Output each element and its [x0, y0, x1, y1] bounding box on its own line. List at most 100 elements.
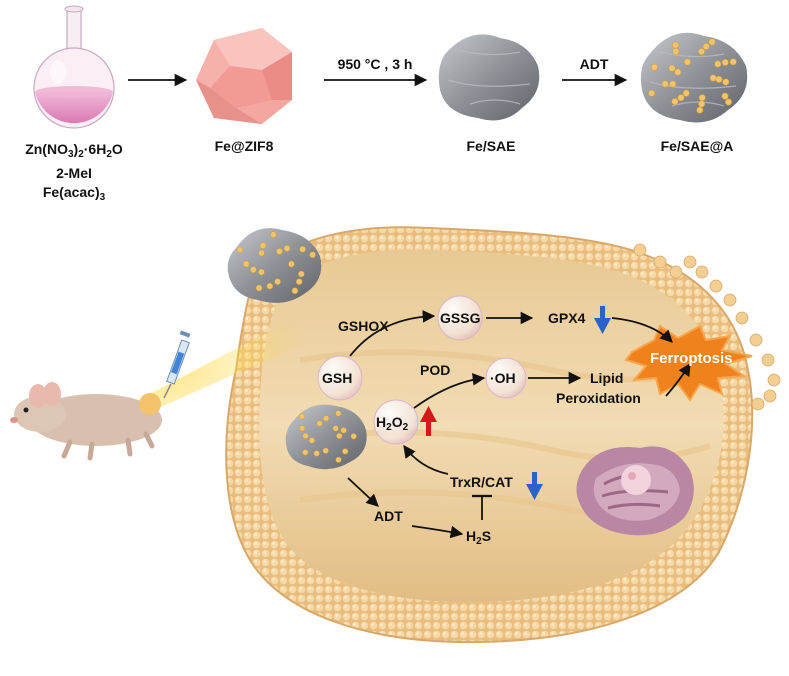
particle-dot	[342, 448, 349, 455]
membrane-bead	[709, 279, 723, 293]
particle-dot	[350, 433, 357, 440]
particle-dot	[250, 266, 257, 273]
nanozyme-in-cell	[285, 404, 367, 470]
oh-radical-label: ·OH	[490, 370, 516, 386]
particle-dot	[714, 60, 722, 68]
zif8-crystal	[196, 28, 292, 124]
particle-dot	[335, 456, 342, 463]
ferroptosis-label: Ferroptosis	[650, 350, 733, 367]
step3-condition-label: ADT	[579, 56, 609, 72]
pod-label: POD	[420, 362, 451, 378]
gssg-bubble	[437, 295, 483, 341]
membrane-bead	[749, 333, 763, 347]
arrow-adt-to-h2s	[411, 525, 464, 539]
membrane-bead	[735, 311, 749, 325]
particle-dot	[651, 63, 658, 71]
arrow-gpx4-to-ferroptosis	[611, 317, 673, 343]
particle-dot	[242, 260, 250, 268]
arrow-trxr-to-h2o2	[403, 444, 449, 475]
particle-dot	[313, 450, 320, 457]
membrane-bead	[761, 353, 775, 367]
syringe-icon	[163, 330, 191, 399]
particle-dot	[283, 245, 291, 252]
oh-bubble	[485, 357, 527, 399]
particle-dot	[729, 58, 737, 66]
particle-dot	[672, 48, 680, 55]
particle-dot	[698, 48, 705, 56]
particle-dot	[309, 251, 316, 259]
flask-icon	[33, 5, 115, 129]
particle-dot	[725, 98, 732, 106]
h2s-label: H2S	[466, 528, 492, 547]
particle-dot	[288, 260, 295, 268]
membrane-bead	[669, 265, 683, 279]
lipid-label: Lipid	[590, 370, 624, 386]
trxr-cat-label: TrxR/CAT	[450, 474, 513, 490]
particle-dot	[648, 89, 656, 97]
membrane-bead	[723, 293, 737, 307]
membrane-bead	[633, 243, 647, 257]
particle-dot	[259, 242, 267, 249]
particle-dot	[316, 420, 323, 427]
arrow-lipid-to-ferroptosis	[665, 362, 691, 397]
particle-dot	[661, 80, 669, 88]
particle-dot	[332, 425, 339, 432]
particle-dot	[258, 268, 265, 276]
membrane-bead	[695, 265, 709, 279]
gshox-label: GSHOX	[338, 318, 389, 334]
particle-dot	[669, 80, 677, 88]
particle-dot	[308, 437, 315, 444]
particle-dot	[236, 246, 244, 253]
particle-dot	[322, 415, 330, 422]
fe-sae-at-a-label: Fe/SAE@A	[660, 138, 734, 154]
precursor-line3: Fe(acac)3	[42, 184, 106, 203]
particle-dot	[336, 432, 343, 440]
particle-dot	[702, 43, 710, 50]
arrow-h2o2-to-oh	[413, 373, 486, 409]
gssg-label: GSSG	[440, 310, 481, 326]
particle-dot	[295, 278, 303, 285]
inhibition-bar-icon	[472, 494, 492, 520]
particle-dot	[722, 78, 730, 86]
gpx4-label: GPX4	[548, 310, 586, 326]
particle-dot	[698, 100, 706, 108]
particle-dot	[677, 94, 685, 102]
particle-dot	[721, 58, 729, 66]
membrane-bead	[767, 373, 781, 387]
membrane-bead	[683, 255, 697, 269]
particle-dot	[276, 248, 283, 255]
membrane-beads	[633, 243, 781, 411]
particle-dot	[299, 425, 306, 432]
particle-dot	[698, 94, 706, 102]
particle-dot	[696, 106, 704, 114]
particle-dot	[340, 427, 347, 434]
particle-dot	[715, 75, 723, 83]
h2o2-bubble	[373, 399, 419, 445]
particle-dot	[708, 38, 716, 46]
membrane-bead	[751, 397, 765, 411]
mouse-icon	[10, 316, 312, 461]
blue-down-arrow-icon-trxr	[526, 472, 543, 500]
adt-label: ADT	[374, 508, 403, 524]
particle-dot	[674, 68, 682, 76]
particle-dot	[302, 432, 309, 439]
gsh-label: GSH	[322, 370, 353, 386]
nanozyme-on-membrane	[227, 228, 322, 303]
particle-dot	[709, 74, 717, 82]
sae-crystal	[438, 34, 540, 121]
particle-dot	[322, 447, 329, 454]
precursor-line1: Zn(NO3)2·6H2O	[25, 141, 123, 160]
fe-sae-label: Fe/SAE	[466, 138, 516, 154]
step2-condition-label: 950 °C , 3 h	[337, 56, 413, 72]
fe-zif8-label: Fe@ZIF8	[214, 138, 274, 154]
particle-dot	[672, 41, 679, 49]
particle-dot	[298, 413, 305, 420]
membrane-bead	[763, 389, 777, 403]
red-up-arrow-icon	[420, 406, 437, 436]
particle-dot	[299, 245, 306, 253]
blue-down-arrow-icon-gpx4	[594, 306, 611, 334]
arrow-gsh-to-gssg	[349, 310, 436, 357]
particle-dot	[270, 231, 277, 238]
